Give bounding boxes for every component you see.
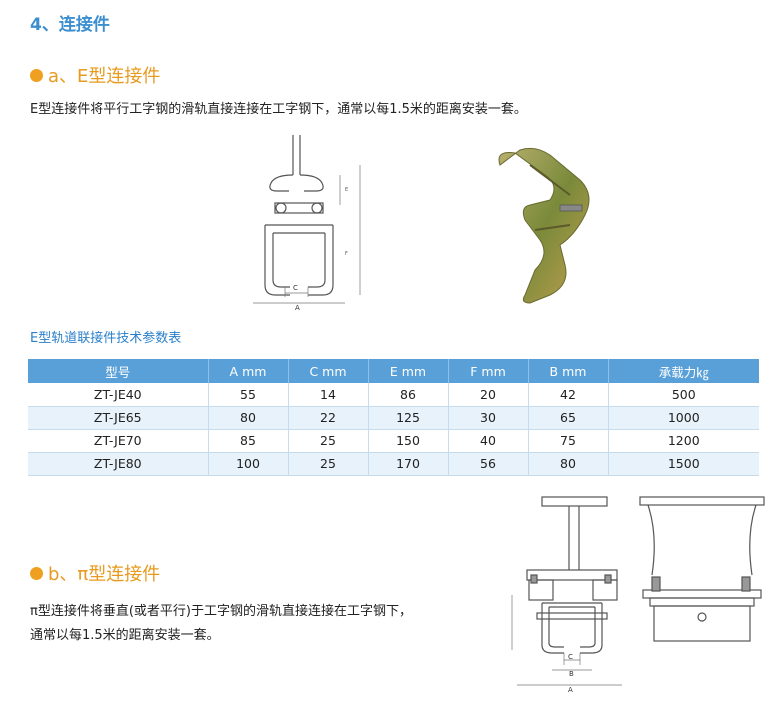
table-cell: 22 bbox=[288, 406, 369, 430]
table-cell: ZT-JE80 bbox=[28, 452, 209, 476]
e-type-product-photo bbox=[498, 147, 590, 304]
table-cell: 42 bbox=[528, 383, 609, 407]
pi-type-heading-text: b、π型连接件 bbox=[48, 564, 161, 585]
table-cell: 1200 bbox=[608, 429, 759, 453]
table-cell: ZT-JE65 bbox=[28, 406, 209, 430]
table-cell: ZT-JE40 bbox=[28, 383, 209, 407]
header-b: B mm bbox=[528, 359, 609, 383]
header-model: 型号 bbox=[28, 359, 209, 383]
table-cell: 40 bbox=[448, 429, 529, 453]
pi-type-side-view-drawing bbox=[639, 496, 765, 642]
table-cell: 30 bbox=[448, 406, 529, 430]
label-e: E bbox=[345, 187, 348, 193]
e-type-description: E型连接件将平行工字钢的滑轨直接连接在工字钢下，通常以每1.5米的距离安装一套。 bbox=[30, 102, 527, 117]
table-cell: 25 bbox=[288, 429, 369, 453]
pi-type-description: π型连接件将垂直(或者平行)于工字钢的滑轨直接连接在工字钢下， 通常以每1.5米… bbox=[30, 600, 412, 648]
header-a: A mm bbox=[208, 359, 289, 383]
table-row: ZT-JE40 55 14 86 20 42 500 bbox=[28, 383, 759, 407]
section-title: 4、连接件 bbox=[30, 15, 110, 35]
table-cell: 170 bbox=[368, 452, 449, 476]
table-cell: 75 bbox=[528, 429, 609, 453]
e-type-heading-text: a、E型连接件 bbox=[48, 66, 161, 87]
label-f: F bbox=[345, 251, 348, 257]
table-cell: 14 bbox=[288, 383, 369, 407]
pi-type-technical-drawing: C B A bbox=[511, 496, 622, 694]
label-b: B bbox=[569, 670, 574, 678]
label-a: A bbox=[568, 686, 573, 694]
bullet-dot-icon bbox=[30, 566, 43, 580]
table-cell: 80 bbox=[528, 452, 609, 476]
table-cell: 125 bbox=[368, 406, 449, 430]
table-header-row: 型号 A mm C mm E mm F mm B mm 承载力㎏ bbox=[28, 359, 759, 383]
bullet-dot-icon bbox=[30, 68, 43, 82]
label-a: A bbox=[295, 304, 300, 312]
table-cell: 1000 bbox=[608, 406, 759, 430]
label-c: C bbox=[568, 653, 573, 661]
pi-type-description-line1: π型连接件将垂直(或者平行)于工字钢的滑轨直接连接在工字钢下， bbox=[30, 604, 412, 619]
spec-table: 型号 A mm C mm E mm F mm B mm 承载力㎏ ZT-JE40… bbox=[28, 359, 759, 476]
table-cell: 1500 bbox=[608, 452, 759, 476]
table-title: E型轨道联接件技术参数表 bbox=[30, 331, 182, 346]
header-f: F mm bbox=[448, 359, 529, 383]
table-cell: 100 bbox=[208, 452, 289, 476]
pi-type-description-line2: 通常以每1.5米的距离安装一套。 bbox=[30, 628, 220, 643]
table-cell: 85 bbox=[208, 429, 289, 453]
table-cell: 150 bbox=[368, 429, 449, 453]
e-type-technical-drawing: E F C A bbox=[253, 135, 361, 312]
table-cell: 500 bbox=[608, 383, 759, 407]
e-type-heading: a、E型连接件 bbox=[30, 62, 160, 88]
table-cell: 86 bbox=[368, 383, 449, 407]
table-cell: ZT-JE70 bbox=[28, 429, 209, 453]
table-cell: 65 bbox=[528, 406, 609, 430]
table-row: ZT-JE80 100 25 170 56 80 1500 bbox=[28, 452, 759, 476]
label-c: C bbox=[293, 284, 298, 292]
table-cell: 25 bbox=[288, 452, 369, 476]
table-cell: 20 bbox=[448, 383, 529, 407]
table-row: ZT-JE65 80 22 125 30 65 1000 bbox=[28, 406, 759, 430]
table-cell: 56 bbox=[448, 452, 529, 476]
header-e: E mm bbox=[368, 359, 449, 383]
header-c: C mm bbox=[288, 359, 369, 383]
header-load: 承载力㎏ bbox=[608, 359, 759, 383]
table-cell: 55 bbox=[208, 383, 289, 407]
table-cell: 80 bbox=[208, 406, 289, 430]
pi-type-heading: b、π型连接件 bbox=[30, 560, 160, 586]
table-row: ZT-JE70 85 25 150 40 75 1200 bbox=[28, 429, 759, 453]
